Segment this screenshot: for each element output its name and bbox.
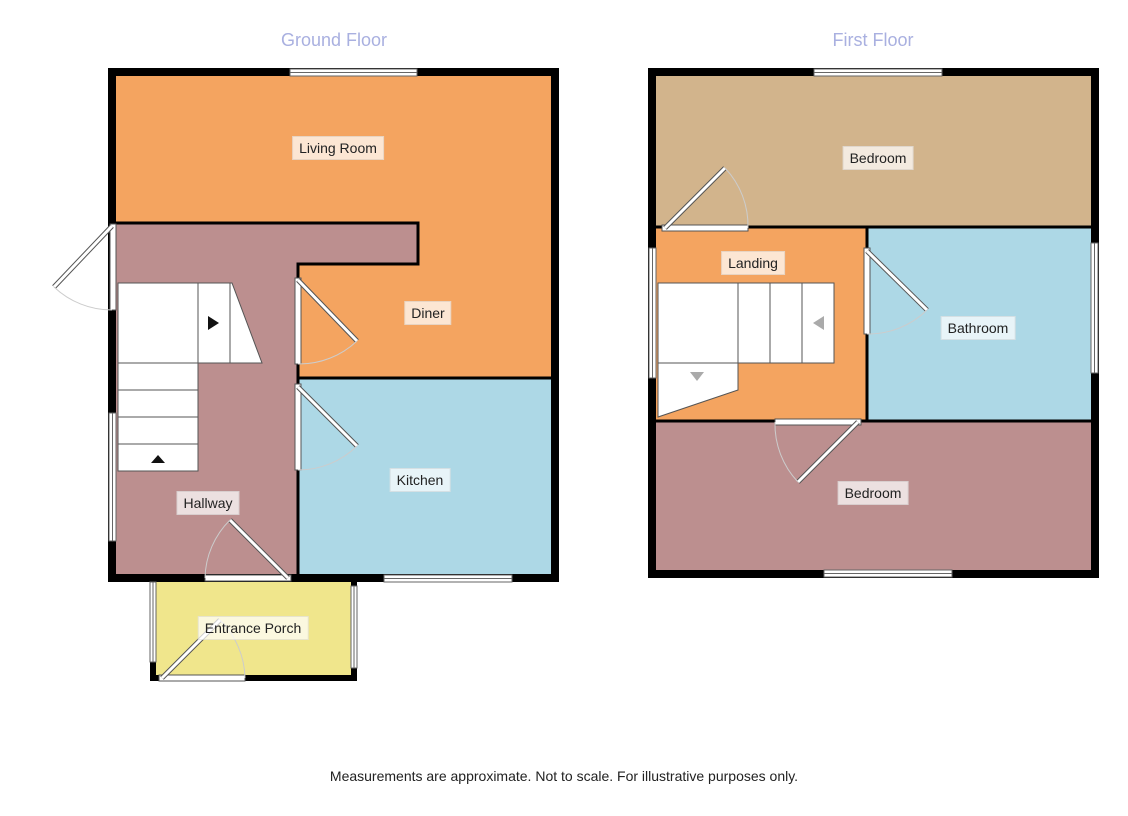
hallway-label: Hallway xyxy=(176,491,240,515)
stair-arrow-down-icon xyxy=(690,372,704,381)
ground-internal-walls xyxy=(115,221,552,577)
first-floor-title: First Floor xyxy=(832,30,914,50)
ground-doors xyxy=(52,223,359,682)
stair-arrow-left-icon xyxy=(813,316,824,330)
diner-label: Diner xyxy=(404,301,452,325)
ground-floor-plan xyxy=(52,68,559,682)
landing-label: Landing xyxy=(721,251,785,275)
ground-floor-title: Ground Floor xyxy=(280,30,388,50)
living-room-label: Living Room xyxy=(292,136,384,160)
kitchen-label: Kitchen xyxy=(389,468,451,492)
disclaimer-footer: Measurements are approximate. Not to sca… xyxy=(329,768,799,784)
stair-arrow-up-icon xyxy=(151,455,165,463)
bedroom-top-label: Bedroom xyxy=(842,146,914,170)
first-walls xyxy=(648,68,1099,578)
stair-arrow-right-icon xyxy=(208,316,219,330)
first-windows xyxy=(648,68,1099,578)
ground-staircase xyxy=(117,282,263,472)
ground-windows xyxy=(108,68,513,669)
first-doors xyxy=(661,166,929,484)
first-staircase xyxy=(657,282,835,418)
entrance-porch-label: Entrance Porch xyxy=(197,616,309,640)
bedroom-bottom-label: Bedroom xyxy=(837,481,909,505)
bathroom-label: Bathroom xyxy=(940,316,1016,340)
